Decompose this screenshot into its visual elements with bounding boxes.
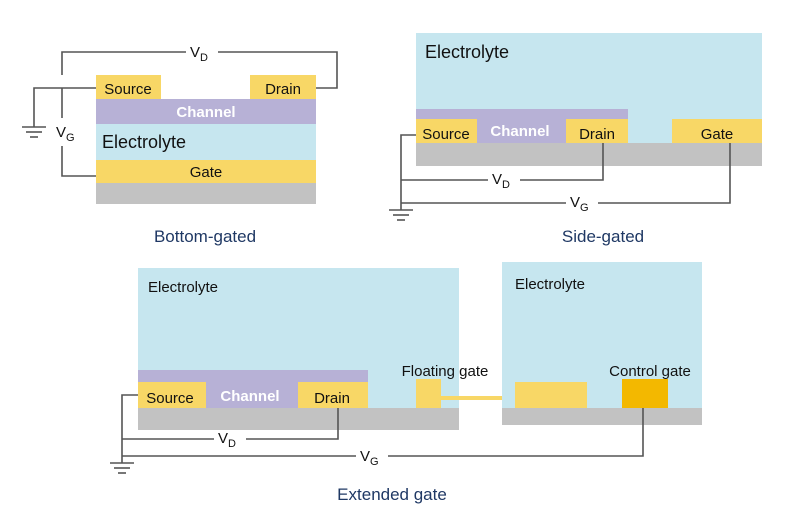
bottom-gated-panel: Source Drain Channel Electrolyte Gate VD… (22, 44, 338, 246)
extended-gate-left-electrolyte-label: Electrolyte (148, 279, 218, 296)
ground-icon (22, 126, 46, 138)
bottom-gated-vd-label: VD (190, 44, 208, 64)
bottom-gated-source-wire (33, 87, 96, 127)
bottom-gated-electrolyte-label: Electrolyte (102, 132, 186, 152)
ground-icon (389, 209, 413, 221)
extended-gate-channel-label: Channel (220, 388, 279, 405)
side-gated-caption: Side-gated (562, 227, 644, 246)
bottom-gated-drain-label: Drain (265, 81, 301, 98)
extended-gate-vg-label: VG (360, 448, 379, 468)
side-gated-electrolyte-label: Electrolyte (425, 42, 509, 62)
bottom-gated-source-contact (96, 75, 161, 99)
extended-gate-caption: Extended gate (337, 485, 447, 504)
bottom-gated-source-label: Source (104, 81, 152, 98)
bottom-gated-vd-wire (61, 51, 338, 89)
bottom-gated-channel-label: Channel (176, 104, 235, 121)
extended-gate-right-electrolyte-label: Electrolyte (515, 276, 585, 293)
side-gated-drain-contact (566, 119, 628, 143)
extended-gate-vd-label: VD (218, 430, 236, 450)
extended-gate-floating-gate-pad (416, 379, 441, 408)
extended-gate-vd-wire (122, 408, 339, 440)
side-gated-vd-wire (401, 143, 604, 181)
extended-gate-source-contact (138, 382, 206, 408)
extended-gate-panel: Electrolyte Source Channel Drain Floatin… (110, 262, 702, 504)
extended-gate-right-substrate (502, 408, 702, 425)
side-gated-gate-contact (672, 119, 762, 143)
bottom-gated-drain-contact (250, 75, 316, 99)
bottom-gated-vg-wire (61, 88, 96, 177)
extended-gate-extended-pad (515, 382, 587, 408)
side-gated-gate-label: Gate (701, 126, 734, 143)
side-gated-panel: Electrolyte Source Channel Drain Gate VD… (389, 33, 762, 246)
extended-gate-floating-interconnect (441, 396, 515, 400)
side-gated-source-wire (400, 134, 416, 210)
bottom-gated-substrate (96, 183, 316, 204)
bottom-gated-caption: Bottom-gated (154, 227, 256, 246)
side-gated-channel-label: Channel (490, 123, 549, 140)
extended-gate-drain-label: Drain (314, 390, 350, 407)
bottom-gated-electrolyte (96, 124, 316, 160)
bottom-gated-gate-label: Gate (190, 164, 223, 181)
side-gated-vg-wire (401, 143, 731, 204)
extended-gate-control-gate (622, 379, 668, 408)
extended-gate-vg-wire (122, 408, 644, 457)
extended-gate-source-wire (121, 394, 138, 463)
extended-gate-left-substrate (138, 408, 459, 430)
bottom-gated-vg-label: VG (56, 124, 75, 144)
side-gated-vg-label: VG (570, 194, 589, 214)
side-gated-vd-label: VD (492, 171, 510, 191)
ground-icon (110, 462, 134, 474)
extended-gate-floating-gate-label: Floating gate (402, 363, 489, 380)
side-gated-drain-label: Drain (579, 126, 615, 143)
extended-gate-control-gate-label: Control gate (609, 363, 691, 380)
side-gated-source-label: Source (422, 126, 470, 143)
side-gated-substrate (416, 143, 762, 166)
bottom-gated-gate-electrode (96, 160, 316, 183)
extended-gate-source-label: Source (146, 390, 194, 407)
extended-gate-drain-contact (298, 382, 368, 408)
side-gated-source-contact (416, 119, 477, 143)
bottom-gated-channel (96, 99, 316, 124)
